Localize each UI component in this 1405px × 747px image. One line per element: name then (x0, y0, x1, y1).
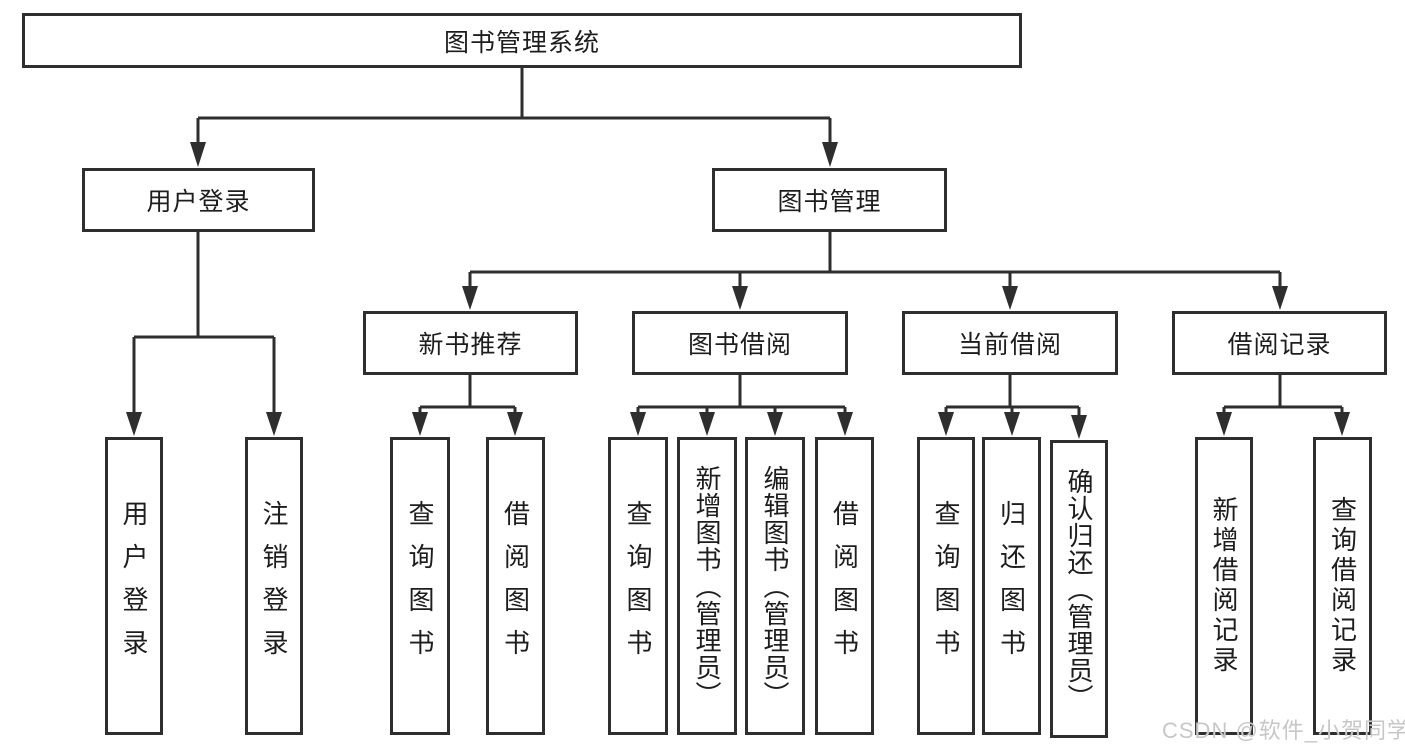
leaf-user-login-label: 用户登录 (119, 500, 149, 672)
connector-borrow-records (1216, 375, 1350, 436)
node-new-book-recommend-label: 新书推荐 (418, 331, 523, 359)
leaf-logout-login-label: 注销登录 (259, 500, 289, 672)
leaf-query-book-3-label: 查询图书 (931, 500, 961, 672)
leaf-add-book-admin: 新增图书（管理员） (677, 437, 737, 735)
leaf-query-book-1: 查询图书 (390, 437, 450, 735)
connector-current-borrow (938, 375, 1087, 439)
node-user-login-label: 用户登录 (146, 188, 251, 216)
leaf-query-book-2: 查询图书 (608, 437, 668, 735)
leaf-logout-login: 注销登录 (245, 437, 303, 735)
leaf-edit-book-admin: 编辑图书（管理员） (745, 437, 805, 735)
leaf-borrow-book-1: 借阅图书 (486, 437, 545, 735)
leaf-add-borrow-record: 新增借阅记录 (1195, 437, 1253, 735)
node-current-borrow-label: 当前借阅 (957, 331, 1062, 359)
leaf-confirm-return-admin-label: 确认归还（管理员） (1064, 467, 1094, 711)
node-book-management: 图书管理 (712, 168, 947, 232)
node-new-book-recommend: 新书推荐 (363, 311, 578, 375)
node-current-borrow: 当前借阅 (902, 311, 1118, 375)
leaf-query-book-2-label: 查询图书 (623, 500, 653, 672)
leaf-return-book: 归还图书 (982, 437, 1041, 735)
connector-root-to-level2 (190, 68, 838, 167)
leaf-query-borrow-record: 查询借阅记录 (1313, 437, 1372, 735)
leaf-confirm-return-admin: 确认归还（管理员） (1050, 440, 1108, 738)
leaf-borrow-book-2: 借阅图书 (815, 437, 874, 735)
csdn-watermark: CSDN @软件_小贺同学 (1162, 718, 1405, 743)
leaf-user-login: 用户登录 (105, 437, 163, 735)
node-borrow-records: 借阅记录 (1172, 311, 1387, 375)
leaf-borrow-book-2-label: 借阅图书 (829, 500, 860, 672)
node-user-login: 用户登录 (82, 168, 315, 232)
node-borrow-records-label: 借阅记录 (1227, 331, 1332, 359)
leaf-edit-book-admin-label: 编辑图书（管理员） (760, 464, 790, 708)
leaf-add-book-admin-label: 新增图书（管理员） (692, 464, 722, 708)
connector-new-book-recommend (412, 375, 523, 436)
node-book-borrow-label: 图书借阅 (687, 331, 792, 359)
leaf-query-book-1-label: 查询图书 (405, 500, 435, 672)
node-library-system-label: 图书管理系统 (443, 28, 600, 57)
leaf-query-book-3: 查询图书 (917, 437, 975, 735)
node-library-system: 图书管理系统 (22, 13, 1022, 68)
leaf-return-book-label: 归还图书 (996, 500, 1027, 672)
leaf-query-borrow-record-label: 查询借阅记录 (1327, 496, 1358, 676)
connector-user-login (126, 232, 282, 436)
connector-book-management (462, 232, 1288, 310)
node-book-borrow: 图书借阅 (632, 311, 848, 375)
leaf-add-borrow-record-label: 新增借阅记录 (1209, 496, 1239, 676)
leaf-borrow-book-1-label: 借阅图书 (500, 500, 531, 672)
connector-book-borrow (630, 375, 853, 436)
node-book-management-label: 图书管理 (777, 188, 882, 216)
